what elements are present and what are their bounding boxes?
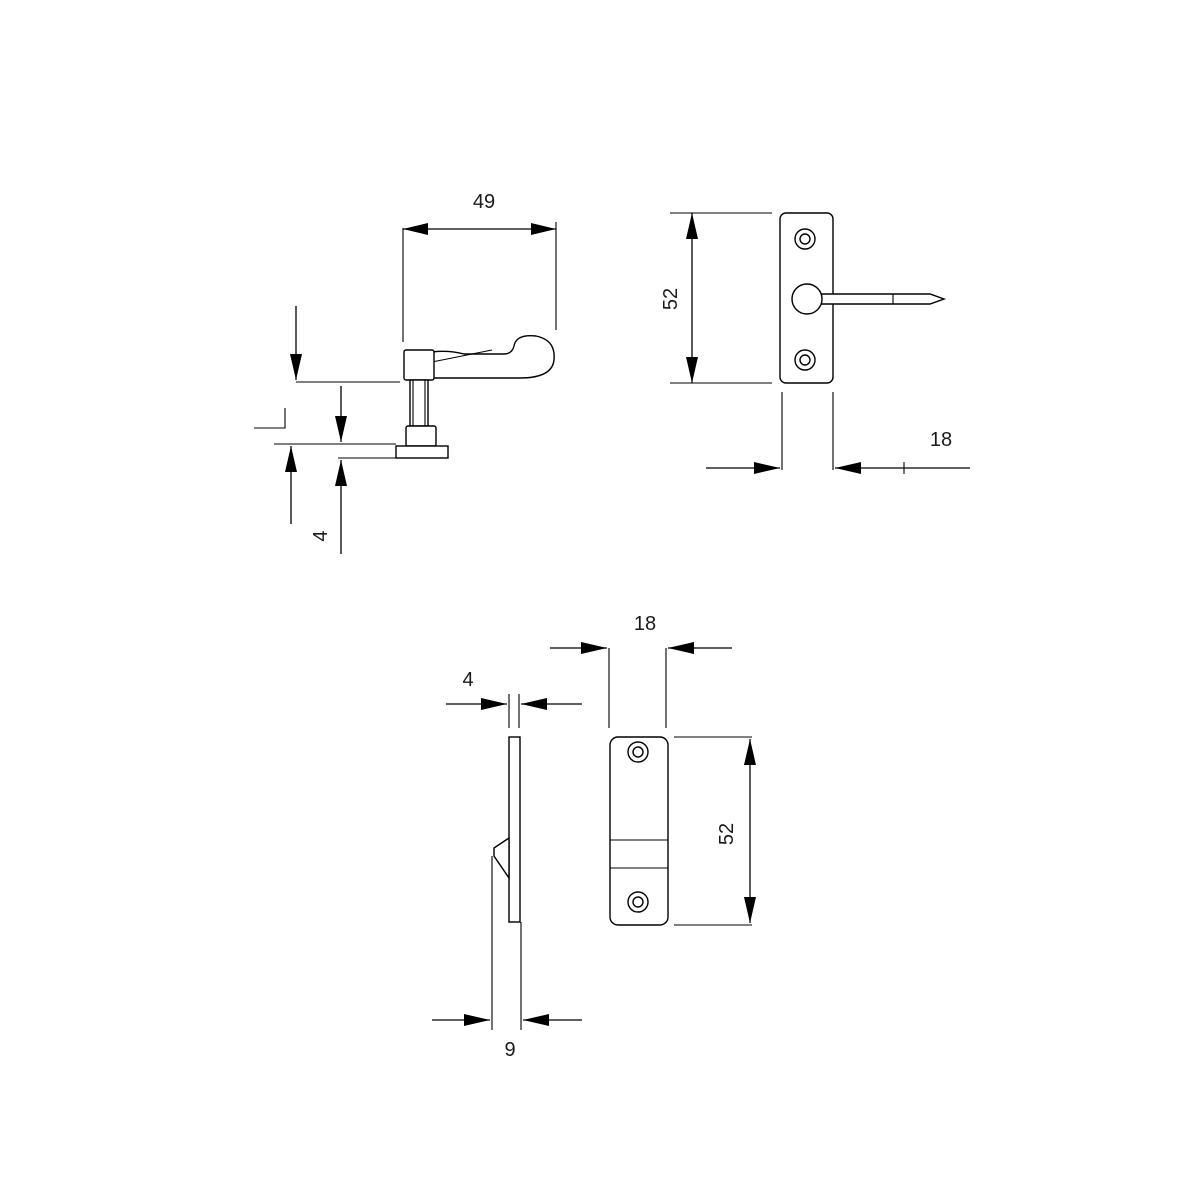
arrowhead	[686, 357, 698, 383]
base-plate	[395, 445, 449, 459]
screw-hole-inner	[632, 746, 644, 758]
arrowhead	[744, 897, 756, 923]
keeper-hook	[493, 836, 510, 881]
arrowhead	[290, 354, 302, 380]
dimension-label-52: 52	[660, 288, 682, 310]
arrowhead	[581, 642, 607, 654]
arrowhead	[285, 446, 297, 472]
arrowhead	[744, 739, 756, 765]
lever-knob	[403, 349, 435, 381]
screw-hole-inner	[799, 233, 811, 245]
dimension-label-49: 49	[473, 191, 495, 213]
arrowhead	[835, 462, 861, 474]
keeper-front-view: 18 52	[550, 613, 756, 926]
lever-arm	[431, 335, 555, 379]
arrowhead	[481, 698, 507, 710]
corner-mark	[254, 408, 286, 429]
screw-hole-inner	[799, 354, 811, 366]
arrowhead	[464, 1014, 490, 1026]
keeper-body	[609, 736, 669, 926]
dimension-label-4: 4	[462, 669, 473, 691]
dimension-label-4: 4	[310, 530, 332, 541]
arrowhead	[521, 698, 547, 710]
dimension-label-18: 18	[634, 613, 656, 635]
arrowhead	[523, 1014, 549, 1026]
fastener-front-view: 52 18	[660, 212, 970, 474]
lever-arm	[817, 293, 947, 305]
arrowhead	[531, 223, 556, 235]
dimension-label-18: 18	[930, 429, 952, 451]
keeper-side-view: 4 9	[432, 669, 582, 1061]
arrowhead	[335, 416, 347, 442]
arrowhead	[754, 462, 780, 474]
lever-edge	[431, 349, 493, 363]
dimension-label-9: 9	[504, 1039, 515, 1061]
arrowhead	[335, 460, 347, 486]
screw-hole-inner	[632, 896, 644, 908]
spindle-collar	[405, 425, 437, 447]
fastener-side-view: 49 4	[254, 191, 557, 554]
spindle-boss	[791, 283, 823, 315]
arrowhead	[686, 213, 698, 239]
keeper-plate	[508, 736, 521, 923]
arrowhead	[668, 642, 694, 654]
arrowhead	[403, 223, 428, 235]
dimension-label-52: 52	[716, 823, 738, 845]
